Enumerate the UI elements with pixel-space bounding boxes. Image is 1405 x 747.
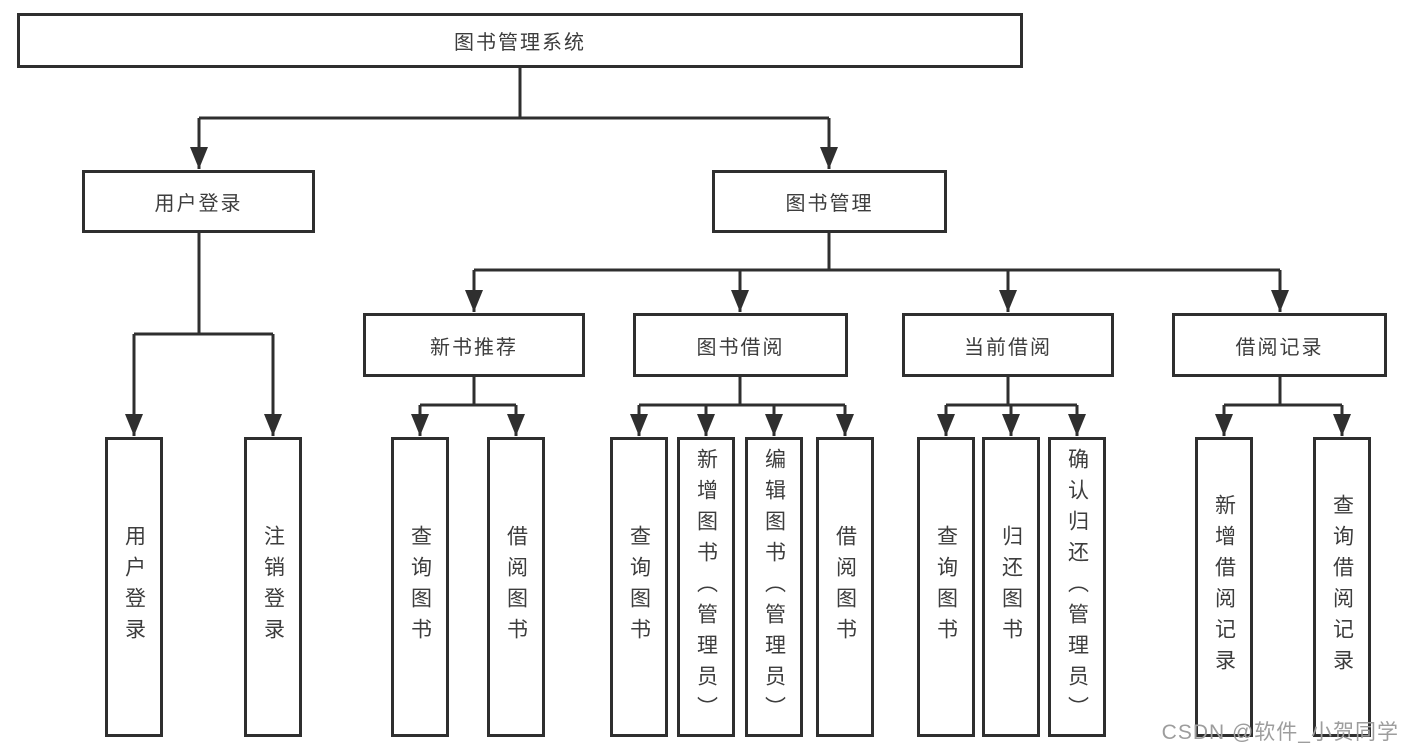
node-borrowing-edit-books-admin: 编辑图书（管理员） <box>745 437 803 737</box>
node-borrowing-query-books: 查询图书 <box>610 437 668 737</box>
node-newbooks-borrow-books: 借阅图书 <box>487 437 545 737</box>
node-records-query-record: 查询借阅记录 <box>1313 437 1371 737</box>
node-newbooks-query-books: 查询图书 <box>391 437 449 737</box>
node-current-query-books: 查询图书 <box>917 437 975 737</box>
node-borrowing-borrow-books: 借阅图书 <box>816 437 874 737</box>
node-records-add-record: 新增借阅记录 <box>1195 437 1253 737</box>
node-new-book-recommend: 新书推荐 <box>363 313 585 377</box>
node-library-system: 图书管理系统 <box>17 13 1023 68</box>
node-login-user-login: 用户登录 <box>105 437 163 737</box>
node-borrowing-records: 借阅记录 <box>1172 313 1387 377</box>
node-current-return-books: 归还图书 <box>982 437 1040 737</box>
node-borrowing-add-books-admin: 新增图书（管理员） <box>677 437 735 737</box>
node-book-borrowing: 图书借阅 <box>633 313 848 377</box>
node-login-logout: 注销登录 <box>244 437 302 737</box>
csdn-watermark: CSDN @软件_小贺同学 <box>1161 721 1399 744</box>
node-current-borrowing: 当前借阅 <box>902 313 1114 377</box>
node-current-confirm-return-admin: 确认归还（管理员） <box>1048 437 1106 737</box>
node-book-management: 图书管理 <box>712 170 947 233</box>
node-user-login: 用户登录 <box>82 170 315 233</box>
